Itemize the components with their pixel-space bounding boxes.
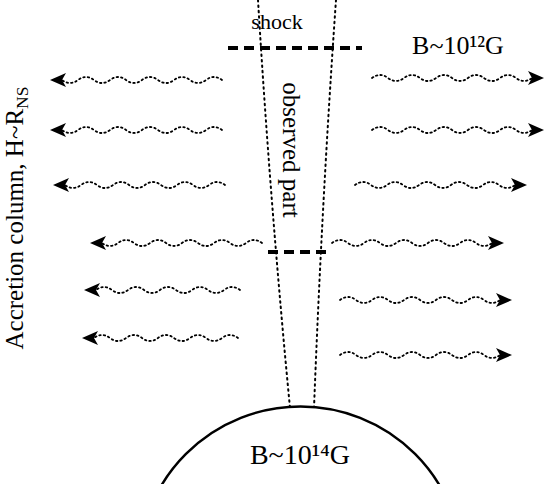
axis-title: Accretion column, H~R (1, 109, 28, 350)
wavy-arrow (96, 287, 240, 293)
region-label: observed part (278, 82, 305, 217)
dashed-levels (228, 48, 362, 252)
shock-line (228, 46, 362, 50)
wavy-arrow (340, 352, 500, 358)
arrow-head (84, 283, 100, 297)
shock-label: shock (251, 11, 302, 33)
arrow-head (50, 73, 66, 87)
arrow-head (488, 236, 504, 250)
field-label: B~10¹²G (412, 31, 504, 60)
column-walls (258, 0, 336, 408)
wavy-arrow (102, 240, 262, 246)
field-label: B~10¹²G (412, 33, 504, 59)
observed-boundary (268, 250, 330, 254)
arrow-head (528, 71, 544, 85)
field-label: B~10¹⁴G (137, 441, 464, 469)
wavy-arrow (332, 240, 492, 246)
wavy-arrow (94, 335, 238, 341)
arrow-head (90, 236, 106, 250)
photon-waves (62, 75, 532, 358)
arrow-head (528, 123, 544, 137)
wavy-arrow (372, 127, 532, 133)
arrow-head (50, 123, 66, 137)
axis-title: Accretion column, H~RNS (2, 87, 32, 350)
wavy-arrow (65, 182, 225, 188)
arrow-head (511, 178, 527, 192)
arrow-head (496, 348, 512, 362)
wavy-arrow (355, 182, 515, 188)
arrow-head (496, 293, 512, 307)
region-label: observed part (279, 82, 304, 217)
shock-label: shock (251, 9, 302, 34)
wavy-arrow (62, 127, 222, 133)
arrow-heads (50, 71, 544, 362)
neutron-star: B~10¹⁴G (137, 405, 464, 484)
arrow-head (82, 331, 98, 345)
subscript: NS (12, 87, 32, 109)
wavy-arrow (340, 297, 500, 303)
wavy-arrow (372, 75, 532, 81)
column-wall (314, 0, 336, 408)
wavy-arrow (62, 77, 222, 83)
arrow-head (53, 178, 69, 192)
